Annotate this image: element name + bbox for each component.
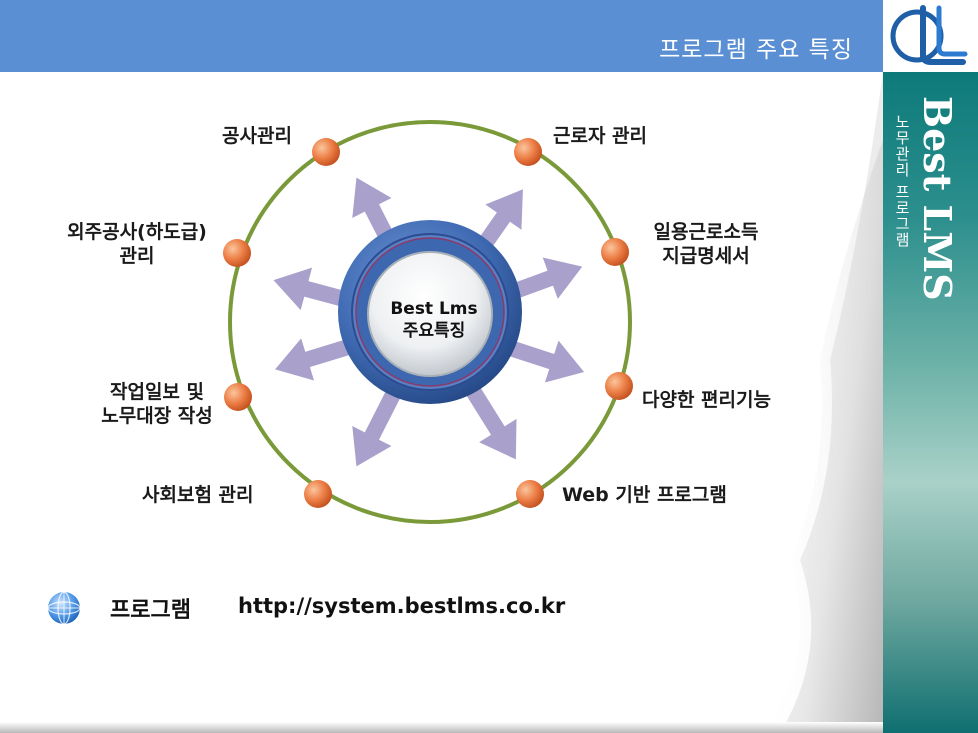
bestlms-logo-icon (890, 5, 968, 65)
program-label: 프로그램 (110, 598, 191, 623)
feature-label-web: Web 기반 프로그램 (562, 484, 727, 506)
logo (883, 0, 978, 72)
node-daily-income (601, 238, 629, 266)
globe-icon (47, 591, 81, 625)
node-construction (312, 138, 340, 166)
feature-label-subcontract: 외주공사(하도급) 관리 (67, 221, 207, 267)
feature-nodes (223, 138, 633, 508)
center-hub-label: Best Lms 주요특징 (374, 298, 494, 342)
side-banner (883, 72, 978, 733)
feature-label-work-report: 작업일보 및 노무대장 작성 (101, 381, 213, 427)
feature-label-daily-income: 일용근로소득 지급명세서 (653, 221, 759, 267)
node-web (516, 480, 544, 508)
feature-label-construction: 공사관리 (222, 125, 292, 147)
center-hub-line2: 주요특징 (402, 321, 466, 341)
feature-ring (228, 120, 632, 524)
side-banner-title: Best LMS (915, 96, 960, 301)
feature-label-convenience: 다양한 편리기능 (642, 389, 771, 411)
node-insurance (304, 480, 332, 508)
node-convenience (605, 372, 633, 400)
node-work-report (224, 383, 252, 411)
center-hub-line1: Best Lms (390, 299, 478, 319)
header-bar: 프로그램 주요 특징 (0, 0, 883, 72)
side-banner-subtitle: 노무관리 프로그램 (893, 114, 911, 248)
node-subcontract (223, 239, 251, 267)
bottom-shadow (0, 722, 883, 733)
program-url-link[interactable]: http://system.bestlms.co.kr (238, 594, 566, 618)
feature-label-insurance: 사회보험 관리 (142, 484, 254, 506)
header-title: 프로그램 주요 특징 (659, 37, 853, 63)
node-worker (514, 138, 542, 166)
center-hub (338, 220, 522, 404)
feature-label-worker: 근로자 관리 (553, 125, 648, 147)
